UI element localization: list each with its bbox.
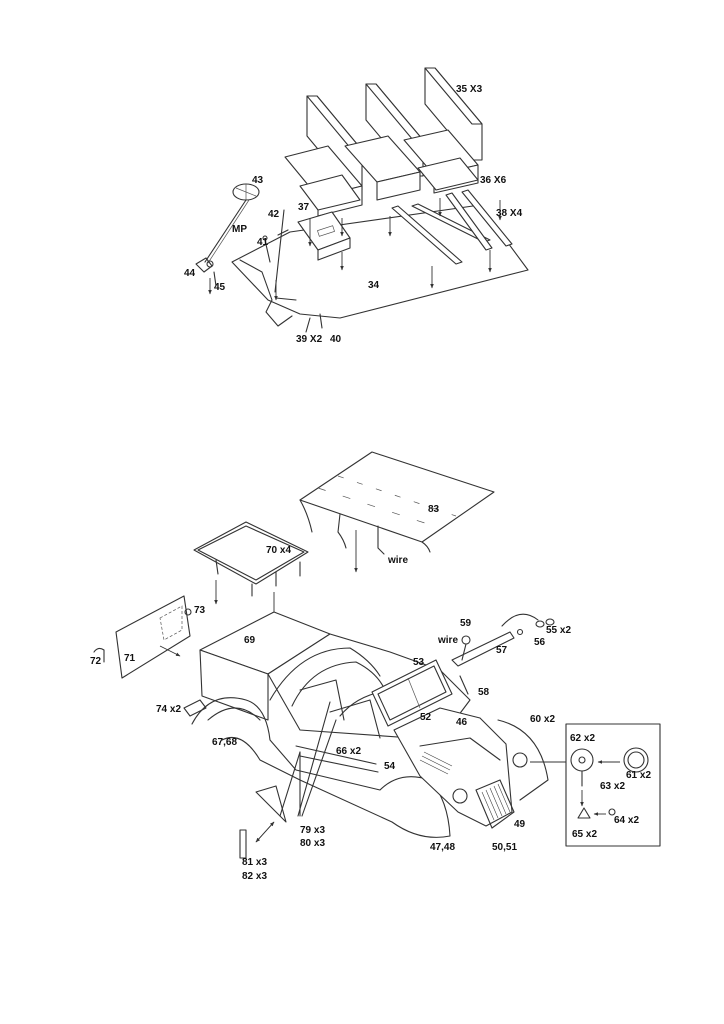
wiper-parts-55-59 bbox=[451, 613, 555, 695]
callout-63: 63 x2 bbox=[600, 781, 626, 792]
callout-61: 61 x2 bbox=[626, 770, 652, 781]
box-37 bbox=[297, 211, 351, 261]
panels-79-82 bbox=[239, 701, 337, 859]
callout-69: 69 bbox=[244, 635, 256, 646]
callout-52: 52 bbox=[420, 712, 432, 723]
callout-35: 35 X3 bbox=[456, 84, 483, 95]
callout-53: 53 bbox=[413, 657, 425, 668]
callout-40: 40 bbox=[330, 334, 342, 345]
callout-41: 41 bbox=[257, 237, 269, 248]
callout-55: 55 x2 bbox=[546, 625, 572, 636]
frame-70 bbox=[193, 521, 309, 617]
callout-58: 58 bbox=[478, 687, 490, 698]
callout-66: 66 x2 bbox=[336, 746, 362, 757]
headlight-detail-box bbox=[530, 723, 661, 847]
callout-36: 36 X6 bbox=[480, 175, 507, 186]
callout-72: 72 bbox=[90, 656, 102, 667]
floor-assembly bbox=[195, 67, 529, 333]
callout-73: 73 bbox=[194, 605, 206, 616]
callout-82: 82 x3 bbox=[242, 871, 268, 882]
callout-57: 57 bbox=[496, 645, 508, 656]
callout-80: 80 x3 bbox=[300, 838, 326, 849]
callout-37: 37 bbox=[298, 202, 310, 213]
callout-mp: MP bbox=[232, 224, 247, 235]
callout-65: 65 x2 bbox=[572, 829, 598, 840]
brackets-44-45 bbox=[195, 257, 217, 287]
seat-cushions-36 bbox=[284, 129, 479, 217]
callout-wire-roof: wire bbox=[388, 555, 409, 566]
callout-34: 34 bbox=[368, 280, 380, 291]
callout-44: 44 bbox=[184, 268, 196, 279]
callout-74: 74 x2 bbox=[156, 704, 182, 715]
body-assembly bbox=[93, 451, 661, 859]
pedals-39-40 bbox=[239, 259, 323, 333]
side-panel-71 bbox=[93, 595, 192, 679]
callout-50-51: 50,51 bbox=[492, 842, 518, 853]
floor-plate-34 bbox=[231, 204, 529, 319]
callout-46: 46 bbox=[456, 717, 468, 728]
callout-83: 83 bbox=[428, 504, 440, 515]
callout-70: 70 x4 bbox=[266, 545, 292, 556]
callout-wire-wiper: wire bbox=[438, 635, 459, 646]
callout-81: 81 x3 bbox=[242, 857, 268, 868]
callout-59: 59 bbox=[460, 618, 472, 629]
callout-60: 60 x2 bbox=[530, 714, 556, 725]
callout-42: 42 bbox=[268, 209, 280, 220]
callout-38: 38 X4 bbox=[496, 208, 523, 219]
seat-backs-35 bbox=[306, 67, 483, 191]
callout-45: 45 bbox=[214, 282, 226, 293]
windshield-53 bbox=[371, 659, 453, 727]
callout-79: 79 x3 bbox=[300, 825, 326, 836]
callout-64: 64 x2 bbox=[614, 815, 640, 826]
callout-56: 56 bbox=[534, 637, 546, 648]
callout-71: 71 bbox=[124, 653, 136, 664]
steering-wheel-43 bbox=[204, 183, 260, 264]
callout-47-48: 47,48 bbox=[430, 842, 456, 853]
callout-54: 54 bbox=[384, 761, 396, 772]
floor-assembly-arrows bbox=[208, 198, 502, 301]
rails-38 bbox=[391, 189, 513, 265]
callout-39: 39 X2 bbox=[296, 334, 323, 345]
callout-49: 49 bbox=[514, 819, 526, 830]
callout-67-68: 67,68 bbox=[212, 737, 238, 748]
hood-grille bbox=[393, 707, 549, 829]
canvas-roof-83 bbox=[299, 451, 495, 573]
callout-62: 62 x2 bbox=[570, 733, 596, 744]
callout-43: 43 bbox=[252, 175, 264, 186]
step-74 bbox=[183, 699, 207, 717]
levers-41-42 bbox=[262, 209, 289, 293]
